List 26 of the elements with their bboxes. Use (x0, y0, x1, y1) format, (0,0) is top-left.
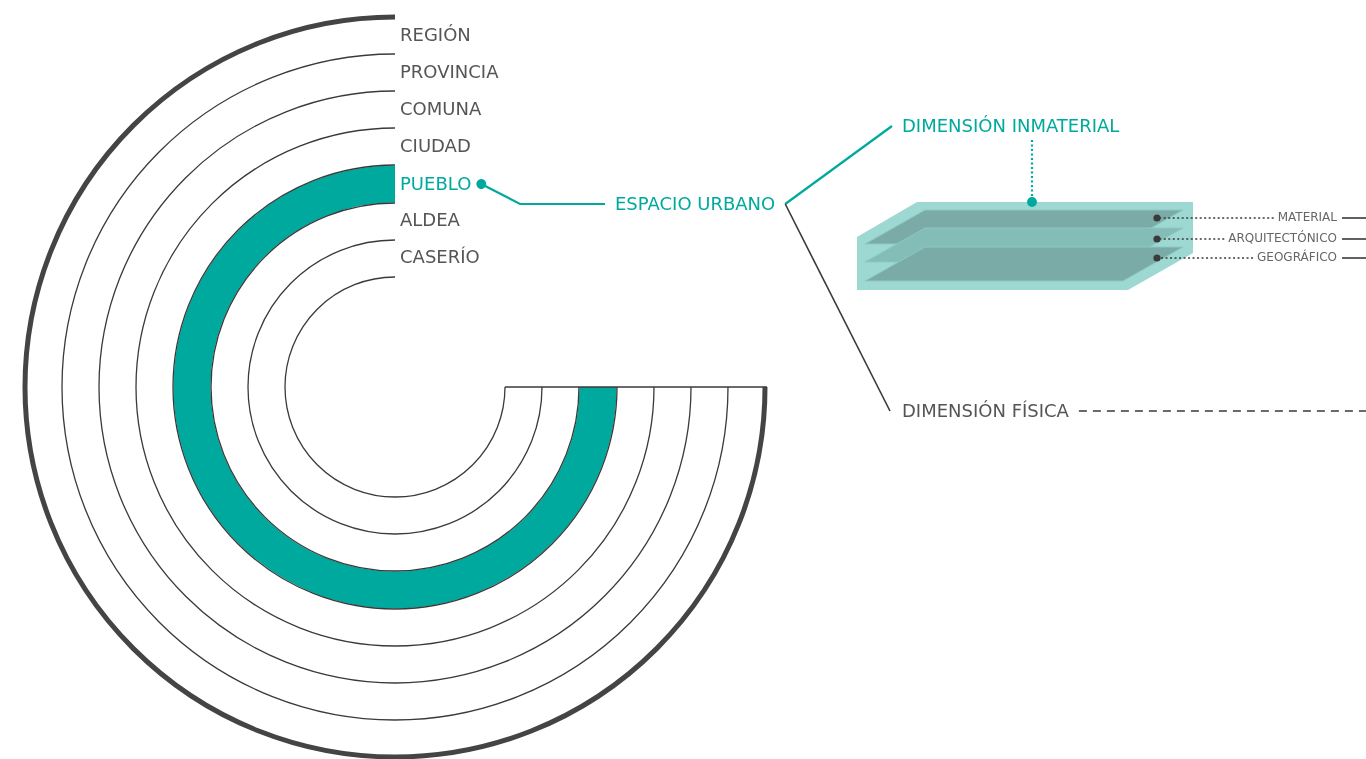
connector-line (784, 125, 893, 205)
category-label: ESPACIO URBANO (615, 194, 776, 214)
leader-line (1153, 214, 1275, 222)
leader-line (1153, 254, 1254, 262)
layer-plane (865, 247, 1183, 281)
ring-label: ALDEA (400, 210, 460, 230)
layer-label: ARQUITECTÓNICO (1228, 232, 1337, 246)
connector-line (784, 203, 891, 412)
layer-label: GEOGRÁFICO (1257, 251, 1337, 265)
leader-line (476, 179, 605, 206)
layer-label: MATERIAL (1277, 211, 1337, 225)
ring-label: CIUDAD (400, 136, 471, 156)
ring-label: PUEBLO (400, 174, 472, 194)
leader-line (1027, 139, 1037, 207)
ring-label: PROVINCIA (400, 62, 499, 82)
ring-label: COMUNA (400, 99, 482, 119)
dimension-label: DIMENSIÓN FÍSICA (902, 401, 1069, 421)
connector-line (1078, 410, 1366, 412)
ring-label: REGIÓN (400, 25, 471, 45)
dimension-label: DIMENSIÓN INMATERIAL (902, 116, 1120, 136)
layer-stack (855, 200, 1195, 292)
connector-line (1341, 238, 1366, 240)
connector-line (1341, 217, 1366, 219)
ring-label: CASERÍO (400, 247, 480, 267)
connector-line (1341, 257, 1366, 259)
leader-line (1153, 235, 1226, 243)
